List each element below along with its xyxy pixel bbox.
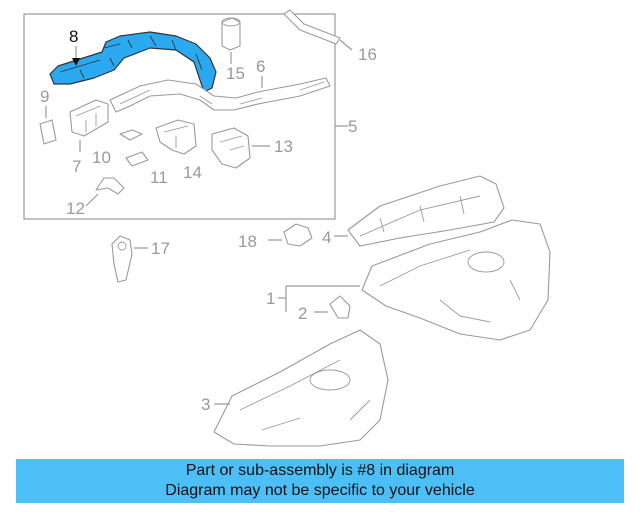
callout-8: 8 (69, 27, 78, 46)
part-4[interactable] (347, 175, 505, 247)
part-6[interactable] (109, 77, 331, 113)
callout-6: 6 (256, 57, 265, 76)
callout-2: 2 (298, 304, 307, 323)
part-1[interactable] (361, 219, 551, 341)
callout-1: 1 (266, 289, 275, 308)
info-banner: Part or sub-assembly is #8 in diagram Di… (16, 459, 624, 503)
callout-13: 13 (274, 137, 293, 156)
part-11[interactable] (125, 151, 149, 167)
callout-12: 12 (66, 199, 85, 218)
callout-5: 5 (348, 117, 357, 136)
part-8-highlighted[interactable] (49, 31, 217, 93)
part-12[interactable] (95, 177, 125, 195)
subassembly-box (23, 13, 336, 220)
part-14[interactable] (155, 119, 197, 155)
part-15[interactable] (221, 17, 241, 51)
part-2[interactable] (329, 295, 351, 319)
callout-7: 7 (72, 157, 81, 176)
callout-18: 18 (238, 232, 257, 251)
part-13[interactable] (211, 127, 251, 169)
callout-14: 14 (183, 163, 202, 182)
callout-9: 9 (40, 87, 49, 106)
callout-17: 17 (151, 239, 170, 258)
callout-10: 10 (92, 148, 111, 167)
callout-12-leader (85, 193, 99, 207)
callout-3: 3 (201, 395, 210, 414)
part-18[interactable] (283, 223, 313, 247)
part-3[interactable] (213, 329, 389, 447)
callout-16-leader (339, 39, 353, 51)
part-9[interactable] (39, 119, 57, 145)
part-7[interactable] (69, 99, 109, 137)
callout-4: 4 (322, 228, 331, 247)
part-16[interactable] (283, 9, 341, 45)
banner-line-2: Diagram may not be specific to your vehi… (165, 482, 475, 499)
callout-16: 16 (358, 45, 377, 64)
callout-11: 11 (150, 168, 168, 187)
banner-line-1: Part or sub-assembly is #8 in diagram (185, 462, 455, 479)
callout-8-arrowhead (72, 58, 80, 66)
part-10[interactable] (119, 129, 143, 141)
callout-15: 15 (226, 64, 245, 83)
part-17[interactable] (111, 235, 133, 283)
